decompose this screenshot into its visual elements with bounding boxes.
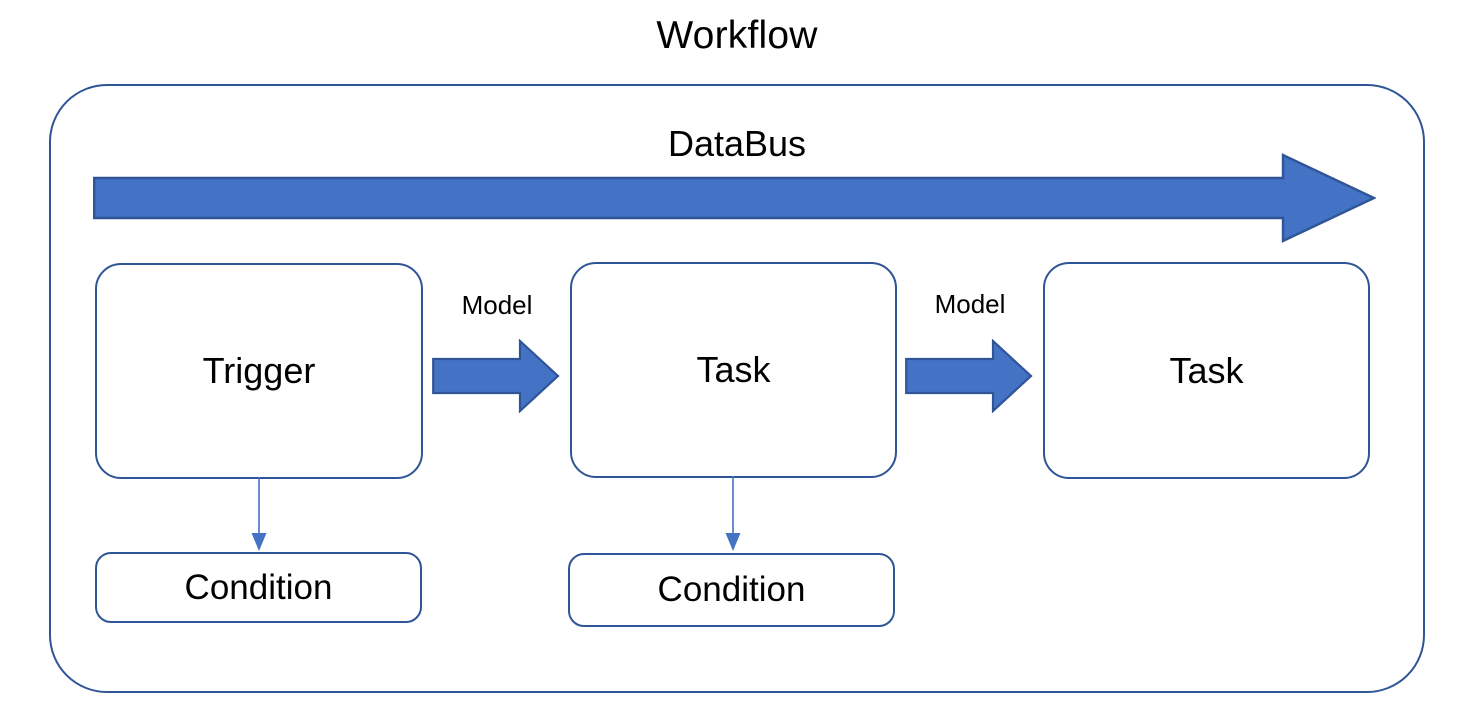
node-condition-1-label: Condition xyxy=(184,567,333,607)
databus-label: DataBus xyxy=(667,123,807,164)
connector-trigger-to-condition-icon xyxy=(251,477,267,551)
node-condition-1[interactable]: Condition xyxy=(95,552,422,623)
workflow-container xyxy=(49,84,1425,693)
node-condition-2[interactable]: Condition xyxy=(568,553,895,627)
node-condition-2-label: Condition xyxy=(657,570,806,609)
databus-arrow-icon xyxy=(93,153,1376,243)
page-title: Workflow xyxy=(656,14,818,57)
node-trigger-label: Trigger xyxy=(202,350,316,391)
model-arrow-2-icon xyxy=(905,339,1033,413)
node-task-1-label: Task xyxy=(696,349,771,390)
model-arrow-2-label: Model xyxy=(934,289,1006,319)
node-trigger[interactable]: Trigger xyxy=(95,263,423,479)
model-arrow-1-label: Model xyxy=(461,290,533,320)
connector-task-to-condition-icon xyxy=(725,476,741,551)
node-task-2[interactable]: Task xyxy=(1043,262,1370,479)
model-arrow-1-icon xyxy=(432,339,560,413)
node-task-1[interactable]: Task xyxy=(570,262,897,478)
node-task-2-label: Task xyxy=(1169,349,1244,391)
